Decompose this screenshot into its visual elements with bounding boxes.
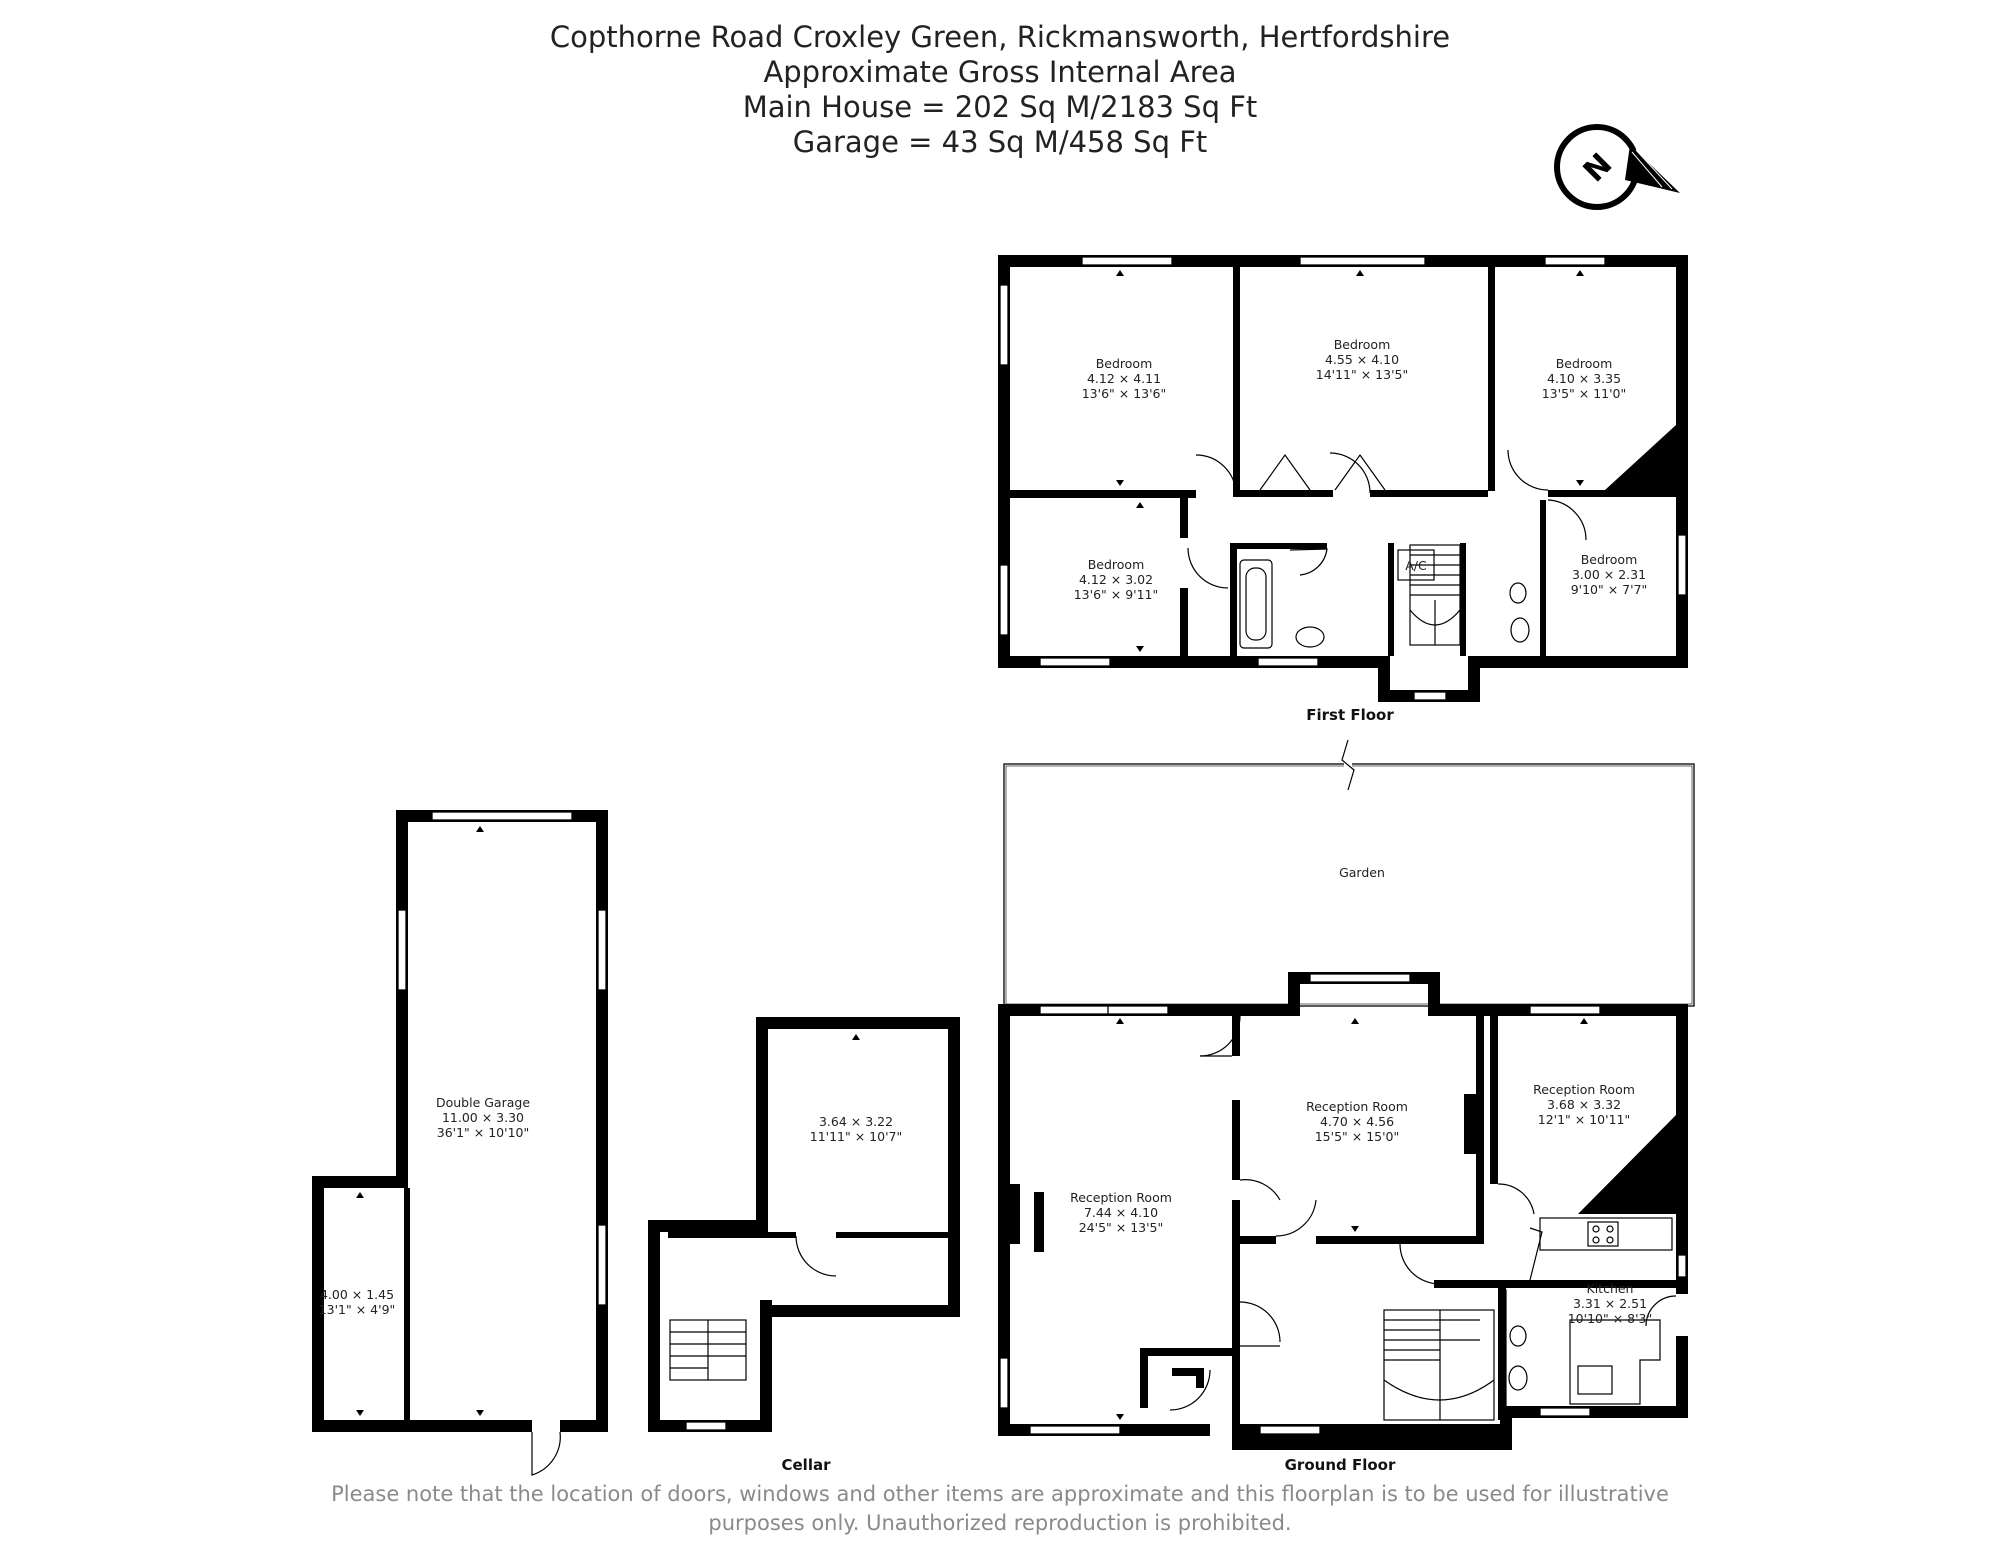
dimension-markers [356,270,1588,1420]
garage-name: Double Garage [436,1095,530,1110]
reception-1-name: Reception Room [1070,1190,1172,1205]
garage-area: Garage = 43 Sq M/458 Sq Ft [792,125,1208,159]
bedroom-2-name: Bedroom [1334,337,1391,352]
first-floor-stairs [1409,544,1461,646]
garden-area: Garden [1003,739,1695,1007]
reception-2-name: Reception Room [1306,1099,1408,1114]
reception-3-name: Reception Room [1533,1082,1635,1097]
bedroom-5-imperial: 9'10" × 7'7" [1571,582,1648,597]
ground-floor-labels: Reception Room 7.44 × 4.10 24'5" × 13'5"… [1070,1082,1652,1474]
garage-store-metric: 4.00 × 1.45 [320,1287,394,1302]
bedroom-4-name: Bedroom [1088,557,1145,572]
garage-metric: 11.00 × 3.30 [442,1110,524,1125]
address-title: Copthorne Road Croxley Green, Rickmanswo… [549,20,1451,54]
cellar-plan: 3.64 × 3.22 11'11" × 10'7" Cellar [648,1017,960,1474]
garage-imperial: 36'1" × 10'10" [437,1125,529,1140]
kitchen-imperial: 10'10" × 8'3" [1568,1311,1653,1326]
bedroom-2-metric: 4.55 × 4.10 [1325,352,1399,367]
bedroom-5-metric: 3.00 × 2.31 [1572,567,1646,582]
reception-2-metric: 4.70 × 4.56 [1320,1114,1394,1129]
reception-3-imperial: 12'1" × 10'11" [1538,1112,1630,1127]
bedroom-5-name: Bedroom [1581,552,1638,567]
disclaimer-line-1: Please note that the location of doors, … [331,1482,1669,1506]
cellar-label: Cellar [782,1456,832,1474]
bedroom-4-imperial: 13'6" × 9'11" [1074,587,1159,602]
bedroom-3-name: Bedroom [1556,356,1613,371]
cellar-room-imperial: 11'11" × 10'7" [810,1129,902,1144]
bedroom-3-metric: 4.10 × 3.35 [1547,371,1621,386]
bedroom-1-name: Bedroom [1096,356,1153,371]
reception-3-metric: 3.68 × 3.32 [1547,1097,1621,1112]
ground-floor-label: Ground Floor [1285,1456,1396,1474]
disclaimer: Please note that the location of doors, … [0,1480,2000,1538]
garage-store-imperial: 13'1" × 4'9" [319,1302,396,1317]
north-compass-icon: N [1554,124,1680,210]
first-floor-plan: A/C [998,255,1688,702]
ground-floor-plan [998,972,1688,1450]
garage-plan: Double Garage 11.00 × 3.30 36'1" × 10'10… [312,810,608,1476]
bedroom-2-imperial: 14'11" × 13'5" [1316,367,1408,382]
cellar-room-metric: 3.64 × 3.22 [819,1114,893,1129]
first-floor-label: First Floor [1306,706,1394,724]
area-heading: Approximate Gross Internal Area [763,55,1237,89]
reception-1-imperial: 24'5" × 13'5" [1079,1220,1164,1235]
ground-floor-stairs [1383,1309,1495,1421]
reception-2-imperial: 15'5" × 15'0" [1315,1129,1400,1144]
kitchen-name: Kitchen [1587,1281,1634,1296]
reception-1-metric: 7.44 × 4.10 [1084,1205,1158,1220]
bedroom-1-metric: 4.12 × 4.11 [1087,371,1161,386]
compass-n-label: N [1577,147,1620,190]
disclaimer-line-2: purposes only. Unauthorized reproduction… [708,1511,1292,1535]
bedroom-1-imperial: 13'6" × 13'6" [1082,386,1167,401]
bedroom-4-metric: 4.12 × 3.02 [1079,572,1153,587]
garden-label: Garden [1339,865,1385,880]
ac-label: A/C [1405,558,1427,573]
main-house-area: Main House = 202 Sq M/2183 Sq Ft [742,90,1258,124]
first-floor-labels: Bedroom 4.12 × 4.11 13'6" × 13'6" Bedroo… [1074,337,1648,724]
bedroom-3-imperial: 13'5" × 11'0" [1542,386,1627,401]
kitchen-metric: 3.31 × 2.51 [1573,1296,1647,1311]
